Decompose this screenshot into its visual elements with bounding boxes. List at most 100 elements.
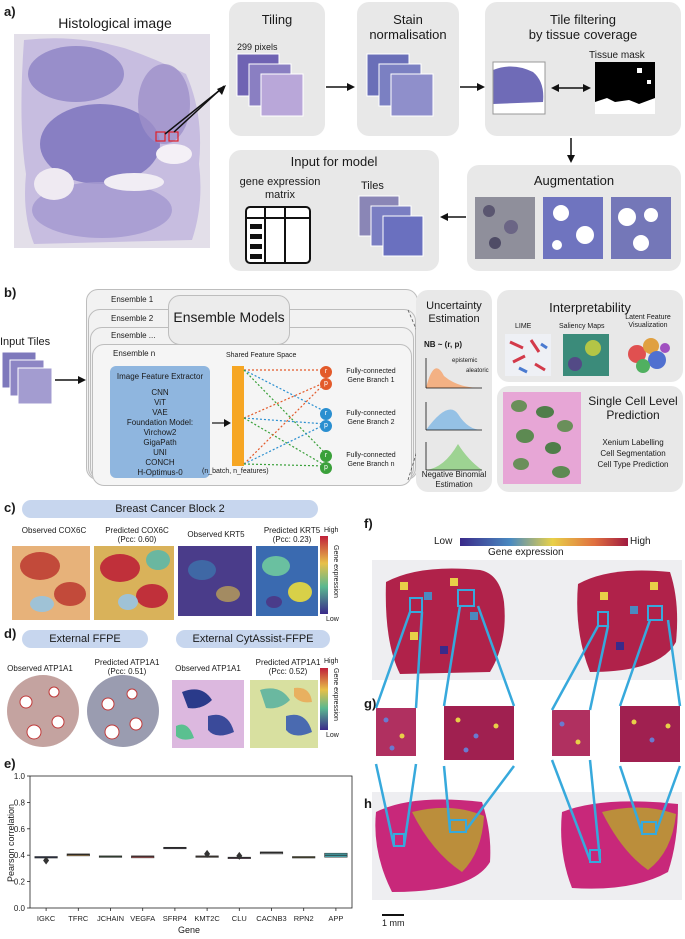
stain-title: Stain normalisation <box>357 12 459 42</box>
tissue-mask-image <box>595 62 655 114</box>
tissue-mask-label: Tissue mask <box>589 50 645 61</box>
tile-stack-icon <box>236 53 304 117</box>
tiling-title: Tiling <box>261 12 293 27</box>
x-tick-label-JCHAIN: JCHAIN <box>97 914 124 923</box>
arrow-to-tiling <box>164 85 226 135</box>
y-tick-label: 0.0 <box>14 904 26 913</box>
histology-title: Histological image <box>58 15 172 31</box>
gene-branch-1: Fully-connected Gene Branch 1 <box>346 368 396 384</box>
panel-g-zoom-tiles <box>376 706 680 762</box>
observed-ffpe-map <box>7 675 79 747</box>
panel-f-expression-map <box>385 568 678 674</box>
ensemble-label-1: Ensemble 1 <box>111 295 154 304</box>
node-p-n: p <box>320 462 332 474</box>
double-arrow <box>551 84 591 92</box>
extractor-item-8: H-Optimus-0 <box>137 468 183 477</box>
stain-box: Stain normalisation <box>357 2 459 136</box>
pred-cox6c-label: Predicted COX6C (Pcc: 0.60) <box>105 526 169 544</box>
node-p-2: p <box>320 420 332 432</box>
saliency-image <box>563 334 609 376</box>
feature-extractor-box: Image Feature Extractor CNN ViT VAE Foun… <box>110 366 210 478</box>
x-tick-label-TFRC: TFRC <box>68 914 89 923</box>
pred-atp1a1-label-2: Predicted ATP1A1 (Pcc: 0.52) <box>255 658 321 676</box>
colorbar-c-label: Gene expression <box>332 545 339 598</box>
augmentation-title: Augmentation <box>533 173 615 188</box>
panel-label-f: f) <box>364 516 373 531</box>
tiles-label: Tiles <box>361 180 384 192</box>
interpretability-title: Interpretability <box>549 300 631 315</box>
extractor-item-5: GigaPath <box>143 438 177 447</box>
latent-label: Latent Feature Visualization <box>625 314 671 329</box>
input-model-title: Input for model <box>290 154 378 169</box>
shared-feature-space-label: Shared Feature Space <box>226 352 297 359</box>
uncertainty-box: Uncertainty Estimation NB ~ (r, p) epist… <box>416 290 492 492</box>
colorbar-f-high: High <box>630 536 651 547</box>
augmented-tile-2 <box>543 197 603 259</box>
gene-matrix-icon <box>245 206 311 264</box>
observed-cytassist-map <box>172 680 244 748</box>
single-cell-box: Single Cell Level Prediction Xenium Labe… <box>497 386 683 492</box>
x-tick-label-RPN2: RPN2 <box>294 914 314 923</box>
colorbar-d-low: Low <box>326 732 339 739</box>
batch-size-label: (n_batch, n_features) <box>202 468 269 475</box>
tiling-pixels: 299 pixels <box>237 42 278 52</box>
node-r-n: r <box>320 450 332 462</box>
input-tiles-label: Input Tiles <box>0 336 51 348</box>
ensemble-label-3: Ensemble ... <box>111 331 156 340</box>
x-tick-label-CACNB3: CACNB3 <box>256 914 286 923</box>
shared-feature-bar <box>232 366 244 466</box>
ensemble-label-2: Ensemble 2 <box>111 314 154 323</box>
input-model-box: Input for model gene expression matrix T… <box>229 150 439 271</box>
external-cytassist-banner: External CytAssist-FFPE <box>176 630 330 648</box>
gene-branch-connections <box>243 369 327 467</box>
colorbar-d-label: Gene expression <box>332 668 339 721</box>
y-tick-label: 0.8 <box>14 798 26 807</box>
filter-title: Tile filtering by tissue coverage <box>485 12 681 42</box>
gene-branch-n: Fully-connected Gene Branch n <box>346 452 396 468</box>
uncertainty-curve-orange <box>425 358 482 389</box>
obs-cox6c-label: Observed COX6C <box>21 526 87 535</box>
single-cell-item-2: Cell Type Prediction <box>597 460 669 469</box>
single-cell-item-1: Cell Segmentation <box>600 449 666 458</box>
predicted-ffpe-map <box>87 675 159 747</box>
augmented-tile-1 <box>475 197 535 259</box>
gene-matrix-label: gene expression matrix <box>239 176 321 201</box>
extractor-item-1: ViT <box>154 398 166 407</box>
uncertainty-title: Uncertainty Estimation <box>426 300 482 325</box>
colorbar-c-low: Low <box>326 616 339 623</box>
extractor-item-3: Foundation Model: <box>126 418 194 427</box>
augmented-tile-3 <box>611 197 671 259</box>
aleatoric-label: aleatoric <box>466 368 489 374</box>
arrow-extractor-feature <box>212 419 231 427</box>
lime-image <box>505 334 551 376</box>
panel-label-e: e) <box>4 756 16 771</box>
colorbar-d <box>320 668 328 730</box>
gene-branch-2: Fully-connected Gene Branch 2 <box>346 410 396 426</box>
x-axis-label: Gene <box>178 925 201 935</box>
arrow-aug-input <box>440 213 466 221</box>
colorbar-c <box>320 536 328 614</box>
outlier-CLU <box>236 851 243 860</box>
x-tick-label-SFRP4: SFRP4 <box>163 914 187 923</box>
obs-atp1a1-label-2: Observed ATP1A1 <box>175 664 241 673</box>
nb-estimation-label: Negative Binomial Estimation <box>421 470 487 489</box>
panel-label-g: g) <box>364 696 377 711</box>
node-r-2: r <box>320 408 332 420</box>
interpretability-box: Interpretability LIME Saliency Maps Late… <box>497 290 683 382</box>
scale-bar <box>382 914 404 916</box>
saliency-label: Saliency Maps <box>559 323 605 330</box>
input-tile-stack-icon <box>358 195 424 257</box>
pred-krt5-label: Predicted KRT5 (Pcc: 0.23) <box>263 526 321 544</box>
filter-box: Tile filtering by tissue coverage Tissue… <box>485 2 681 136</box>
panel-label-c: c) <box>4 500 16 515</box>
histology-image <box>14 34 225 248</box>
stain-title-text: Stain normalisation <box>369 12 447 42</box>
colorbar-f <box>460 538 628 546</box>
node-p-1: p <box>320 378 332 390</box>
colorbar-c-high: High <box>324 527 339 534</box>
single-cell-item-0: Xenium Labelling <box>602 438 664 447</box>
uncertainty-curve-green <box>425 442 482 471</box>
ensemble-models-title: Ensemble Models <box>173 309 285 325</box>
y-tick-label: 1.0 <box>14 772 26 781</box>
extractor-title: Image Feature Extractor <box>116 372 204 381</box>
